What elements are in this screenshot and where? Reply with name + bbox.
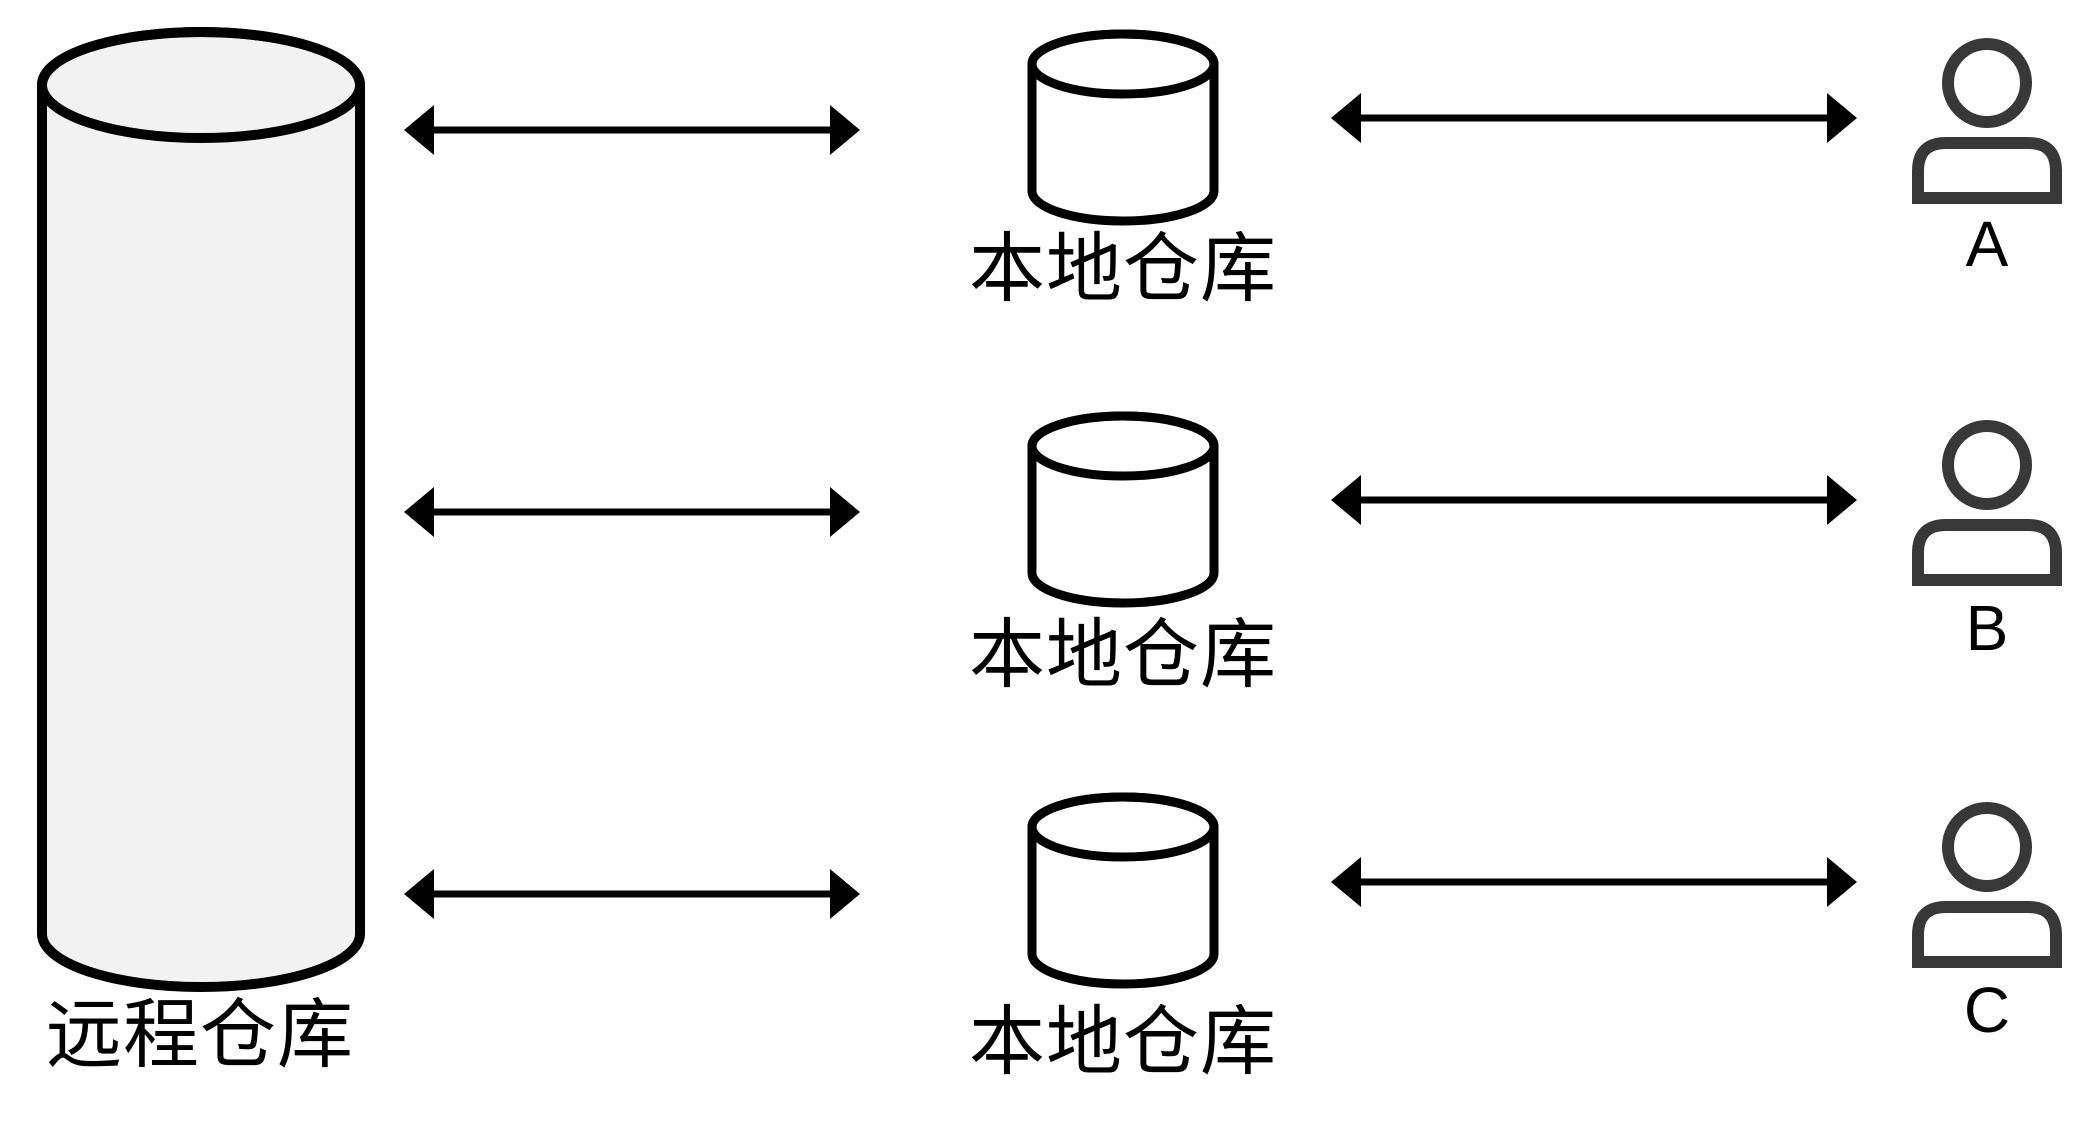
user-body: [1912, 519, 2062, 586]
local-repo-cylinder-icon-row2: [1027, 411, 1219, 608]
user-icon-b: [1912, 420, 2062, 586]
arrow-head-right: [1827, 857, 1857, 907]
local-cylinder-body: [1027, 792, 1219, 989]
arrow-head-left: [1331, 857, 1361, 907]
user-icon-c: [1912, 802, 2062, 968]
remote-local-arrow-row1: [404, 105, 860, 155]
local-repo-cylinder-icon-row1: [1027, 29, 1219, 226]
arrow-head-left: [404, 869, 434, 919]
user-label-a: A: [1965, 208, 2009, 280]
local-cylinder-top-rim: [1027, 792, 1219, 862]
arrow-head-right: [830, 869, 860, 919]
local-repo-label-row3: 本地仓库: [969, 1000, 1277, 1085]
remote-local-arrow-row2: [404, 487, 860, 537]
local-repo-label-row1: 本地仓库: [969, 227, 1277, 312]
user-body: [1912, 901, 2062, 968]
local-user-arrow-row3: [1331, 857, 1857, 907]
remote-repo-cylinder-icon: [37, 27, 365, 992]
arrow-head-right: [830, 487, 860, 537]
local-cylinder-body: [1027, 411, 1219, 608]
arrow-head-left: [404, 487, 434, 537]
local-cylinder-body: [1027, 29, 1219, 226]
local-cylinder-top-rim: [1027, 29, 1219, 99]
arrow-head-right: [1827, 475, 1857, 525]
remote-repo-label: 远程仓库: [46, 993, 354, 1078]
user-body: [1912, 137, 2062, 204]
local-repo-label-row2: 本地仓库: [969, 613, 1277, 698]
arrow-head-left: [404, 105, 434, 155]
user-head: [1942, 38, 2032, 128]
local-user-arrow-row2: [1331, 475, 1857, 525]
user-icon-a: [1912, 38, 2062, 204]
arrow-head-left: [1331, 93, 1361, 143]
user-label-c: C: [1963, 974, 2011, 1046]
arrow-head-left: [1331, 475, 1361, 525]
local-repo-cylinder-icon-row3: [1027, 792, 1219, 989]
arrow-head-right: [830, 105, 860, 155]
remote-local-arrow-row3: [404, 869, 860, 919]
user-label-b: B: [1965, 592, 2009, 664]
local-cylinder-top-rim: [1027, 411, 1219, 481]
local-user-arrow-row1: [1331, 93, 1857, 143]
arrow-head-right: [1827, 93, 1857, 143]
user-head: [1942, 802, 2032, 892]
user-head: [1942, 420, 2032, 510]
remote-cylinder-body: [37, 27, 365, 992]
remote-cylinder-top-rim: [37, 27, 365, 143]
